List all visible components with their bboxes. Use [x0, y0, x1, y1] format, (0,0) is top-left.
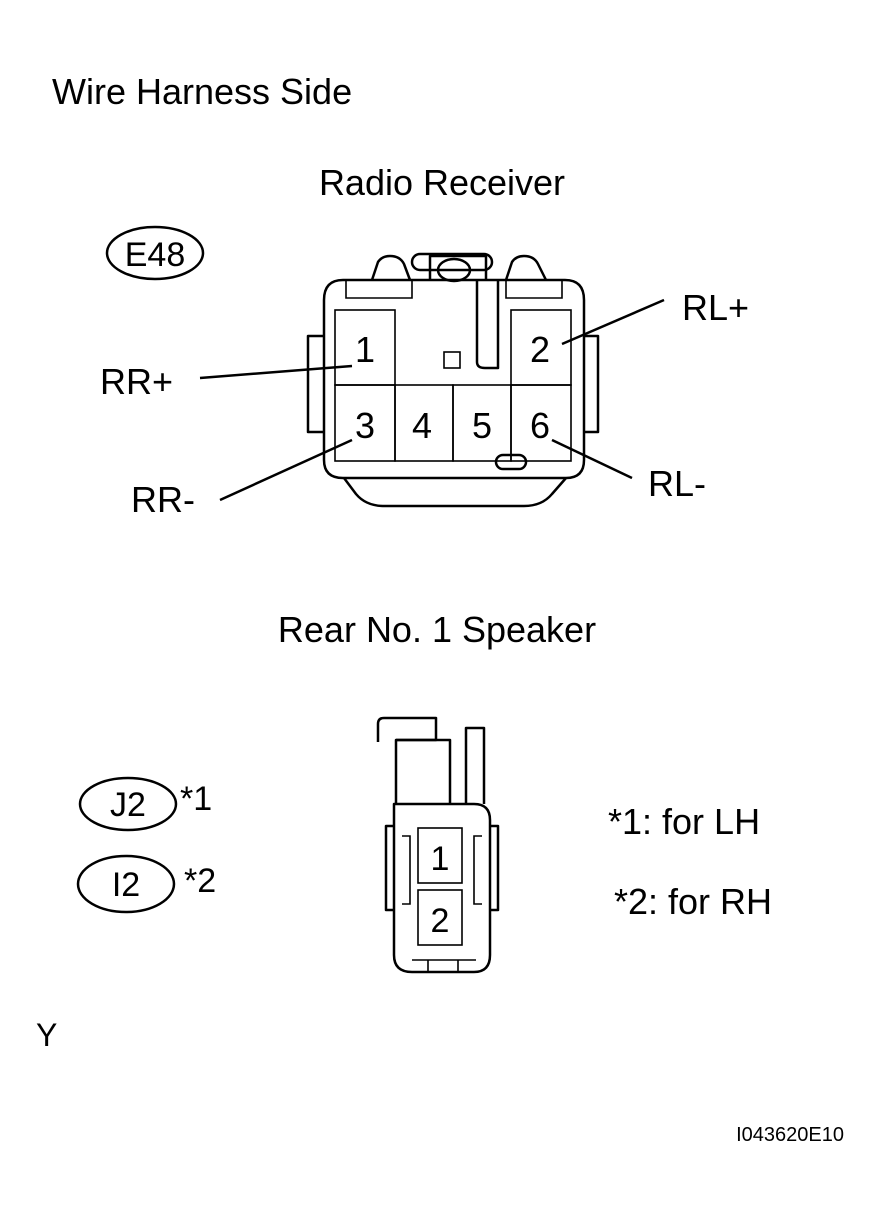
label-rr-plus: RR+	[100, 361, 173, 402]
radio-connector-code-badge: E48	[105, 225, 205, 281]
page-heading: Wire Harness Side	[52, 71, 352, 112]
speaker-connector-face: 1 2	[376, 716, 500, 974]
speaker-code-note-ref: *2	[184, 862, 216, 900]
leader-line-rl-plus	[561, 298, 665, 346]
radio-pin-number: 6	[530, 405, 550, 446]
radio-pin-number: 4	[412, 405, 432, 446]
label-rr-minus: RR-	[131, 479, 195, 520]
speaker-code-note-ref: *1	[180, 780, 212, 818]
radio-connector-face: 1 2 3 4 5 6	[306, 252, 600, 508]
radio-pin-number: 5	[472, 405, 492, 446]
speaker-connector-code: J2	[110, 786, 146, 824]
radio-pin-number: 1	[355, 329, 375, 370]
radio-pin-number: 2	[530, 329, 550, 370]
speaker-pin-number: 2	[431, 902, 450, 940]
speaker-pin-cell-2	[417, 889, 463, 946]
note-lh: *1: for LH	[608, 801, 760, 842]
wire-color-code: Y	[36, 1017, 57, 1053]
label-rl-minus: RL-	[648, 463, 706, 504]
radio-pin-number: 3	[355, 405, 375, 446]
leader-line-rr-plus	[199, 364, 353, 380]
speaker-code-badge-j2: J2 *1	[78, 776, 212, 832]
note-rh: *2: for RH	[614, 881, 772, 922]
radio-pin-cell-6	[510, 384, 572, 462]
radio-connector-code: E48	[125, 236, 186, 274]
figure-id: I043620E10	[736, 1124, 844, 1146]
speaker-pin-cell-1	[417, 827, 463, 884]
speaker-pin-number: 1	[431, 840, 450, 878]
speaker-code-badge-i2: I2 *2	[76, 854, 216, 914]
radio-receiver-title: Radio Receiver	[319, 162, 565, 203]
rear-speaker-title: Rear No. 1 Speaker	[278, 609, 596, 650]
leader-line-rr-minus	[219, 438, 353, 502]
speaker-connector-code: I2	[112, 866, 140, 904]
leader-line-rl-minus	[551, 438, 633, 480]
label-rl-plus: RL+	[682, 287, 749, 328]
